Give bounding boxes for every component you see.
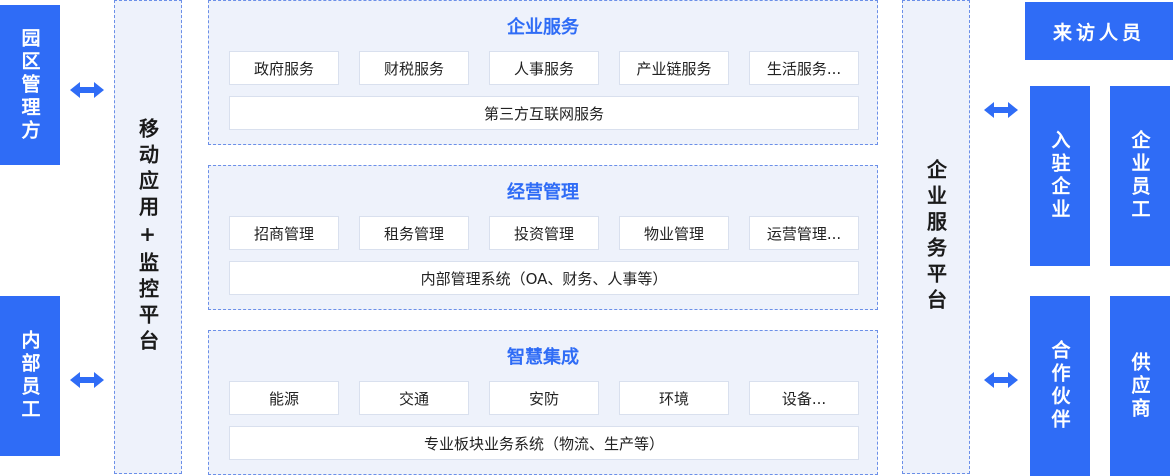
partners-box: 合作伙伴 bbox=[1030, 296, 1090, 476]
section-title: 企业服务 bbox=[507, 17, 579, 38]
service-item: 物业管理 bbox=[619, 216, 729, 250]
visitors-label: 来访人员 bbox=[1052, 21, 1145, 44]
enterprise-service-platform-label: 企业服务平台 bbox=[923, 159, 948, 315]
internal-staff-box: 内部员工 bbox=[0, 296, 60, 456]
service-item: 招商管理 bbox=[229, 216, 339, 250]
service-item: 人事服务 bbox=[489, 51, 599, 85]
service-item: 安防 bbox=[489, 381, 599, 415]
service-item: 租务管理 bbox=[359, 216, 469, 250]
service-item: 产业链服务 bbox=[619, 51, 729, 85]
double-arrow-icon bbox=[984, 102, 1018, 118]
enterprise-service-platform: 企业服务平台 bbox=[902, 0, 970, 474]
mobile-monitor-platform: 移动应用+监控平台 bbox=[114, 0, 182, 474]
park-manager-label: 园区管理方 bbox=[18, 27, 41, 143]
service-wide-item: 专业板块业务系统（物流、生产等） bbox=[229, 426, 859, 460]
suppliers-label: 供应商 bbox=[1128, 351, 1151, 421]
enterprise-staff-label: 企业员工 bbox=[1128, 130, 1151, 222]
visitors-box: 来访人员 bbox=[1025, 2, 1173, 60]
section-smart-integration: 智慧集成 能源 交通 安防 环境 设备... 专业板块业务系统（物流、生产等） bbox=[208, 330, 878, 475]
service-item: 运营管理... bbox=[749, 216, 859, 250]
double-arrow-icon bbox=[70, 82, 104, 98]
double-arrow-icon bbox=[984, 372, 1018, 388]
service-item: 财税服务 bbox=[359, 51, 469, 85]
mobile-monitor-platform-label: 移动应用+监控平台 bbox=[135, 118, 160, 356]
service-item: 政府服务 bbox=[229, 51, 339, 85]
suppliers-box: 供应商 bbox=[1110, 296, 1170, 476]
section-enterprise-services: 企业服务 政府服务 财税服务 人事服务 产业链服务 生活服务... 第三方互联网… bbox=[208, 0, 878, 145]
double-arrow-icon bbox=[70, 372, 104, 388]
enterprise-staff-box: 企业员工 bbox=[1110, 86, 1170, 266]
service-wide-item: 内部管理系统（OA、财务、人事等） bbox=[229, 261, 859, 295]
service-item: 能源 bbox=[229, 381, 339, 415]
internal-staff-label: 内部员工 bbox=[18, 330, 41, 422]
service-item: 交通 bbox=[359, 381, 469, 415]
service-item: 设备... bbox=[749, 381, 859, 415]
resident-enterprise-label: 入驻企业 bbox=[1048, 130, 1071, 222]
resident-enterprise-box: 入驻企业 bbox=[1030, 86, 1090, 266]
service-item: 环境 bbox=[619, 381, 729, 415]
section-title: 智慧集成 bbox=[507, 347, 579, 368]
service-item: 生活服务... bbox=[749, 51, 859, 85]
service-wide-item: 第三方互联网服务 bbox=[229, 96, 859, 130]
service-item: 投资管理 bbox=[489, 216, 599, 250]
section-business-management: 经营管理 招商管理 租务管理 投资管理 物业管理 运营管理... 内部管理系统（… bbox=[208, 165, 878, 310]
partners-label: 合作伙伴 bbox=[1048, 340, 1071, 432]
section-title: 经营管理 bbox=[507, 182, 579, 203]
park-manager-box: 园区管理方 bbox=[0, 5, 60, 165]
